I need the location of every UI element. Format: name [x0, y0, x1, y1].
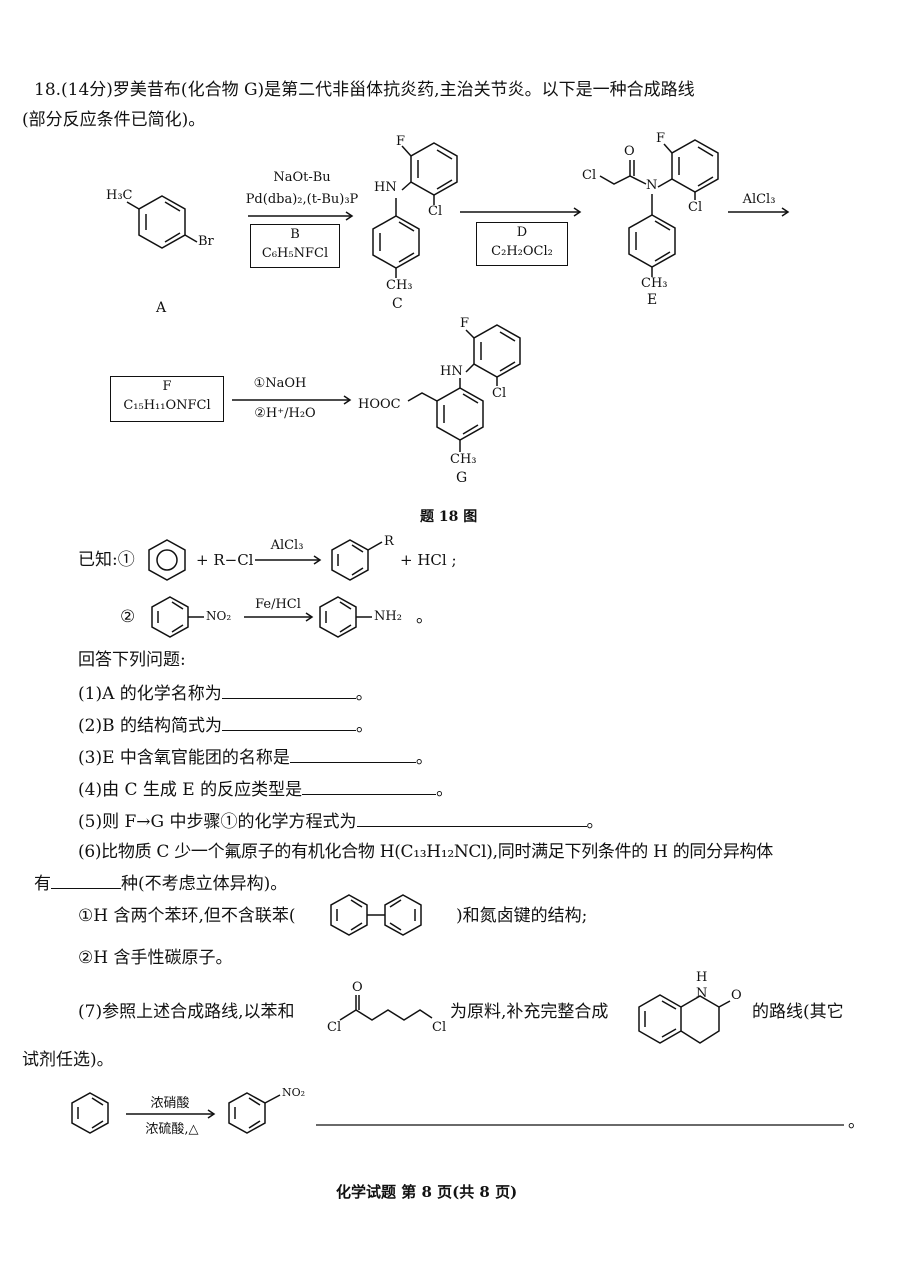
step1-cond1: NaOt-Bu	[273, 170, 331, 185]
label-C: C	[392, 296, 403, 312]
q1-text: (1)A 的化学名称为	[78, 684, 222, 704]
q6-answer-blank[interactable]	[51, 870, 121, 889]
known-hcl: + HCl ;	[400, 551, 457, 569]
q2-text: (2)B 的结构简式为	[78, 716, 222, 736]
reagent-B-formula: C₆H₅NFCl	[261, 246, 329, 261]
q4-answer-blank[interactable]	[302, 776, 437, 795]
q7-atom-n: N	[696, 986, 708, 1001]
atom-o-E: O	[624, 144, 635, 159]
label-E: E	[647, 292, 658, 308]
condition1-b: )和氮卤键的结构;	[456, 906, 588, 926]
page-footer: 化学试题 第 8 页(共 8 页)	[336, 1183, 518, 1201]
q2-period: 。	[355, 716, 373, 736]
route-no2: NO₂	[282, 1086, 306, 1099]
compound-F-formula: C₁₅H₁₁ONFCl	[123, 398, 211, 413]
known-aniline	[319, 596, 357, 638]
atom-cl-E-chain: Cl	[582, 168, 597, 183]
q1-answer-blank[interactable]	[221, 680, 356, 699]
known-r: R	[384, 534, 394, 549]
q4-text: (4)由 C 生成 E 的反应类型是	[78, 780, 303, 800]
known-benzene-1	[148, 539, 186, 581]
q7-atom-o2: O	[731, 988, 742, 1003]
known-end2: 。	[416, 607, 433, 627]
route-cond1: 浓硝酸	[150, 1096, 190, 1111]
known-num2: ②	[120, 607, 136, 627]
atom-hooc-G: HOOC	[358, 397, 401, 412]
q2-answer-blank[interactable]	[221, 712, 356, 731]
step1-cond2: Pd(dba)₂,(t-Bu)₃P	[245, 192, 359, 207]
q7-atom-o: O	[352, 980, 363, 995]
q5: (5)则 F→G 中步骤①的化学方程式为 。	[78, 808, 604, 834]
q3-answer-blank[interactable]	[289, 744, 416, 763]
atom-hn-C: HN	[374, 180, 397, 195]
biphenyl-ring-1	[330, 894, 368, 936]
atom-n-E: N	[646, 178, 658, 193]
q6-line2-b: 种(不考虑立体异构)。	[121, 874, 288, 894]
q6-line2-a: 有	[34, 874, 51, 894]
known-nitrobenzene	[151, 596, 189, 638]
atom-f-C: F	[396, 134, 406, 149]
known-nh2: NH₂	[374, 609, 402, 624]
atom-ch3-E: CH₃	[641, 276, 668, 291]
question-intro-line1: 18.(14分)罗美昔布(化合物 G)是第二代非甾体抗炎药,主治关节炎。以下是一…	[34, 80, 695, 100]
step4-cond1: ①NaOH	[253, 376, 307, 391]
route-end: 。	[848, 1112, 865, 1132]
atom-f-E: F	[656, 131, 666, 146]
q3-period: 。	[415, 748, 433, 768]
q7-line2: 试剂任选)。	[22, 1050, 114, 1070]
compound-F-box: F C₁₅H₁₁ONFCl	[110, 376, 224, 422]
biphenyl-ring-2	[384, 894, 422, 936]
step3-cond: AlCl₃	[742, 192, 776, 207]
figure-caption: 题 18 图	[420, 509, 478, 525]
atom-f-G: F	[460, 316, 470, 331]
question-intro-line2: (部分反应条件已简化)。	[22, 110, 206, 130]
q7-atom-cl2: Cl	[432, 1020, 447, 1035]
q7-atom-h: H	[696, 970, 708, 985]
condition2: ②H 含手性碳原子。	[78, 948, 233, 968]
known-no2: NO₂	[206, 609, 232, 623]
label-G: G	[456, 470, 468, 486]
q6-line2: 有 种(不考虑立体异构)。	[34, 870, 287, 896]
q7-text-c: 的路线(其它	[752, 1002, 844, 1022]
q4: (4)由 C 生成 E 的反应类型是 。	[78, 776, 453, 802]
q3-text: (3)E 中含氧官能团的名称是	[78, 748, 290, 768]
known-prefix: 已知:①	[78, 550, 135, 570]
q5-text: (5)则 F→G 中步骤①的化学方程式为	[78, 812, 357, 832]
q7-atom-cl1: Cl	[327, 1020, 342, 1035]
questions-header: 回答下列问题:	[78, 650, 186, 670]
q6-line1: (6)比物质 C 少一个氟原子的有机化合物 H(C₁₃H₁₂NCl),同时满足下…	[78, 842, 773, 862]
q1: (1)A 的化学名称为 。	[78, 680, 373, 706]
label-A: A	[156, 300, 167, 316]
atom-ch3-C: CH₃	[386, 278, 413, 293]
reagent-B-label: B	[290, 227, 300, 242]
atom-cl-G: Cl	[492, 386, 507, 401]
q7-text-a: (7)参照上述合成路线,以苯和	[78, 1002, 295, 1022]
atom-h3c-A: H₃C	[106, 188, 133, 203]
atom-cl-C: Cl	[428, 204, 443, 219]
condition1-a: ①H 含两个苯环,但不含联苯(	[78, 906, 296, 926]
reagent-D-formula: C₂H₂OCl₂	[491, 244, 553, 259]
compound-F-label: F	[162, 379, 172, 394]
q1-period: 。	[355, 684, 373, 704]
known-rcl: + R−Cl	[196, 551, 254, 569]
reagent-D-box: D C₂H₂OCl₂	[476, 222, 568, 266]
step4-cond2: ②H⁺/H₂O	[254, 406, 316, 421]
q7-text-b: 为原料,补充完整合成	[450, 1002, 609, 1022]
route-benzene	[71, 1092, 109, 1134]
q3: (3)E 中含氧官能团的名称是 。	[78, 744, 433, 770]
known-cond2: Fe/HCl	[255, 597, 301, 612]
q4-period: 。	[436, 780, 454, 800]
atom-ch3-G: CH₃	[450, 452, 477, 467]
q2: (2)B 的结构简式为 。	[78, 712, 373, 738]
q5-period: 。	[586, 812, 604, 832]
atom-cl-E-ring: Cl	[688, 200, 703, 215]
atom-hn-G: HN	[440, 364, 463, 379]
known-cond1: AlCl₃	[270, 538, 304, 553]
q5-answer-blank[interactable]	[356, 808, 587, 827]
reagent-B-box: B C₆H₅NFCl	[250, 224, 340, 268]
route-cond2: 浓硫酸,△	[145, 1122, 199, 1137]
atom-br-A: Br	[198, 234, 214, 249]
reagent-D-label: D	[516, 225, 528, 240]
